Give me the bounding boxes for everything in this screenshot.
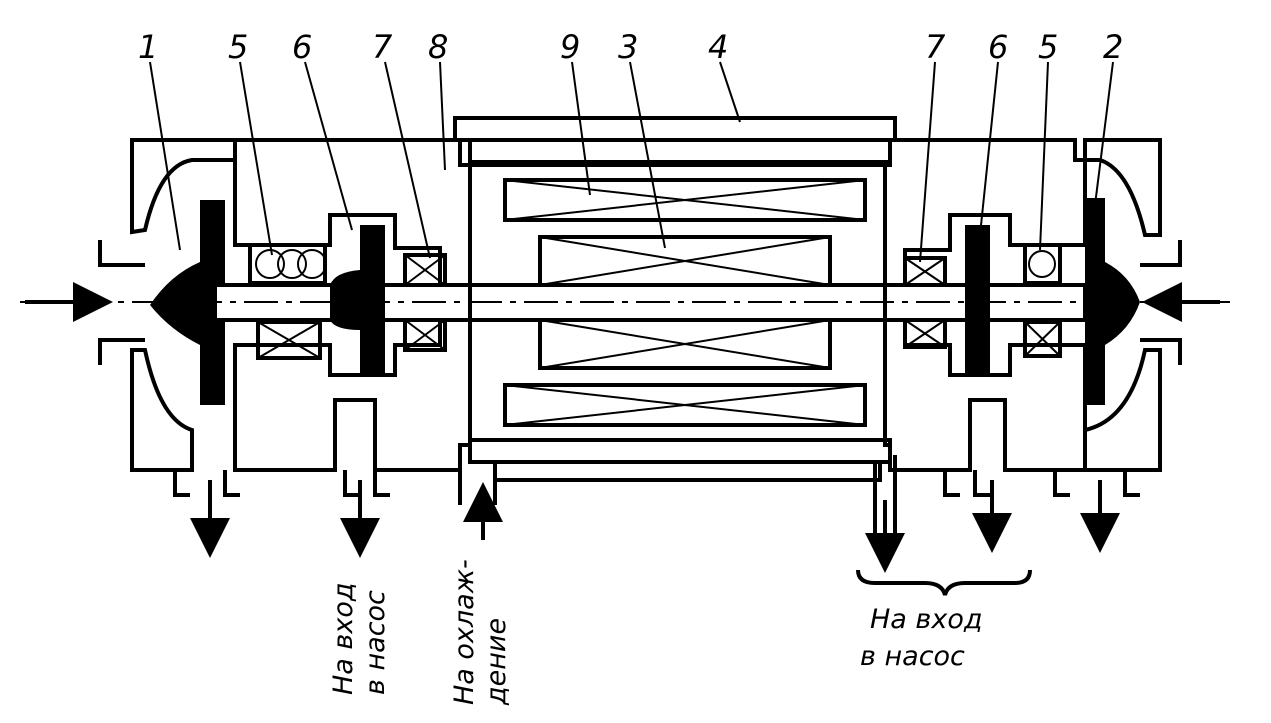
impeller-right xyxy=(1085,198,1140,405)
impeller-left xyxy=(150,200,225,405)
pipe-outlines xyxy=(98,240,1182,535)
bearing-left-7-top xyxy=(403,253,447,287)
part-label-4: 4 xyxy=(708,28,728,66)
jacket-bottom xyxy=(493,460,882,482)
bearings xyxy=(248,243,1062,360)
aux-impeller-right xyxy=(965,225,990,375)
aux-impeller-left xyxy=(330,225,385,375)
part-label-7-right: 7 xyxy=(925,28,946,66)
housing-left-end-lower xyxy=(130,348,194,472)
bearing-left-7-bottom xyxy=(403,318,447,352)
part-label-5-right: 5 xyxy=(1038,28,1058,66)
bearing-left-5-bottom xyxy=(256,320,322,360)
stator-winding xyxy=(503,178,867,427)
stator-winding-bottom xyxy=(503,383,867,427)
leader-lines xyxy=(149,61,1114,263)
part-label-3: 3 xyxy=(618,28,638,66)
outlets-brace xyxy=(856,569,1032,596)
part-label-7-left: 7 xyxy=(372,28,393,66)
caption-pump-inlet-left-1: На вход xyxy=(328,582,359,695)
part-label-5-left: 5 xyxy=(228,28,248,66)
part-label-6-right: 6 xyxy=(988,28,1008,66)
bearing-right-7-top xyxy=(903,256,947,287)
part-label-9: 9 xyxy=(560,28,580,66)
housing-left-end xyxy=(130,138,237,235)
part-label-6-left: 6 xyxy=(292,28,312,66)
part-label-2: 2 xyxy=(1103,28,1123,66)
part-label-1: 1 xyxy=(138,28,158,66)
jacket-top xyxy=(453,116,897,142)
part-labels: 1 5 6 7 8 9 3 4 7 6 5 2 xyxy=(138,28,1123,66)
part-label-8: 8 xyxy=(428,28,448,66)
caption-pump-inlet-right-2: в насос xyxy=(860,641,965,672)
housing-left-body xyxy=(233,138,472,287)
bearing-right-5-bottom xyxy=(1023,320,1062,358)
jacket-bottom-channels xyxy=(468,438,892,464)
caption-cooling-1: На охлаж- xyxy=(449,559,480,705)
stator-winding-top xyxy=(503,178,867,222)
captions: На вход в насос На охлаж- дение На вход … xyxy=(328,559,983,706)
bearing-right-7-bottom xyxy=(903,318,947,349)
housing xyxy=(130,138,1162,472)
caption-pump-inlet-right-1: На вход xyxy=(870,604,983,635)
caption-pump-inlet-left-2: в насос xyxy=(360,590,391,695)
jacket-top-channels xyxy=(468,138,892,164)
flow-arrows xyxy=(25,282,1220,573)
caption-cooling-2: дение xyxy=(481,618,512,706)
housing-right-end-lower xyxy=(1083,348,1162,472)
seal-right-top xyxy=(1023,243,1062,285)
